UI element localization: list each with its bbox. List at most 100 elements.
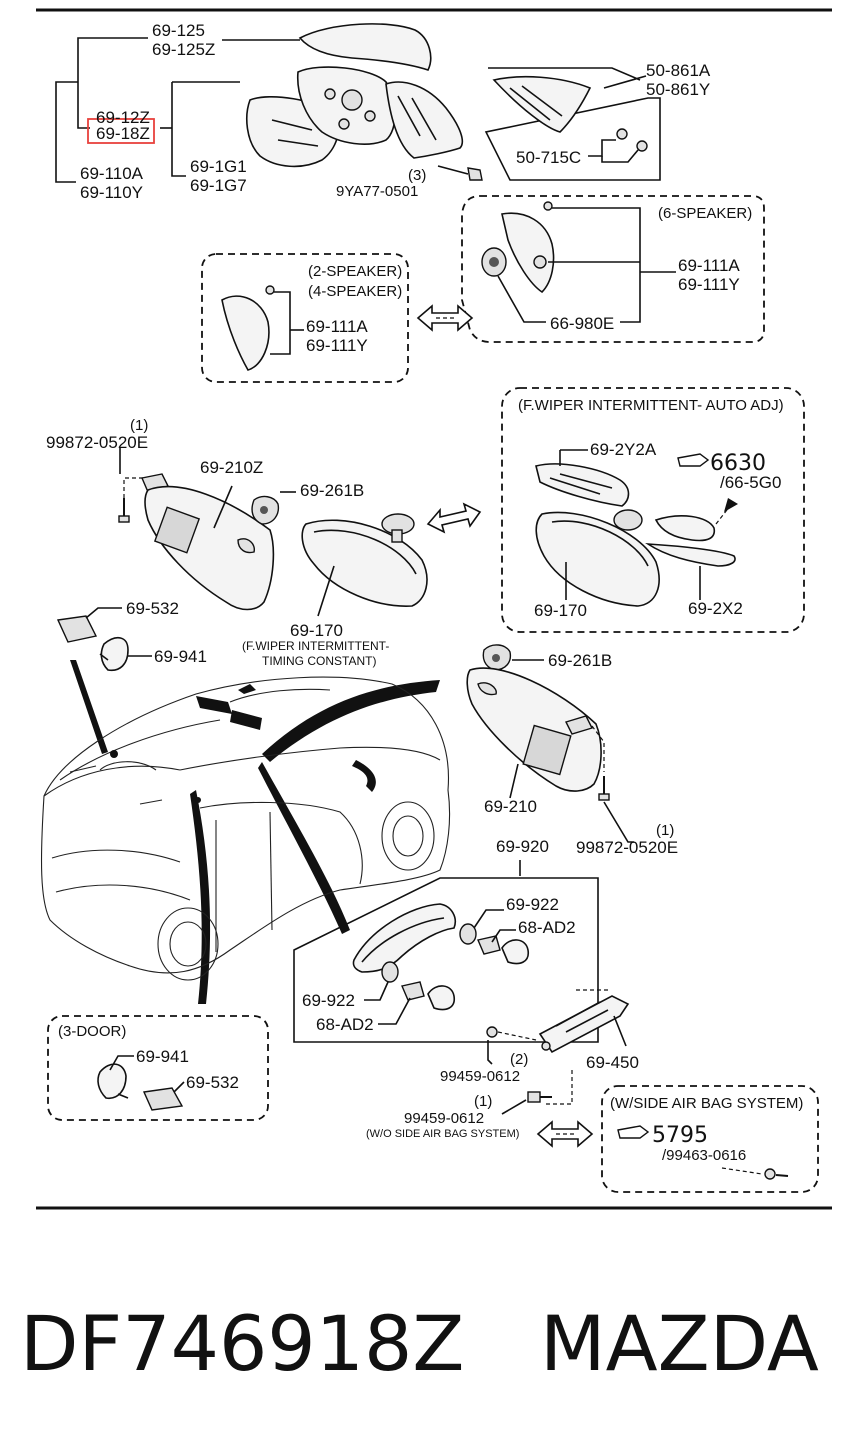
bolt-b-icon: [527, 1091, 552, 1103]
lamp-group: [56, 607, 152, 672]
label-garnish-2: 50-861Y: [646, 80, 710, 99]
label-screw-l: 99872-0520E: [46, 433, 148, 452]
bolt-icon: [437, 165, 483, 181]
label-speaker6-cover-1: 69-111A: [678, 256, 740, 275]
label-ref-665g0: /66-5G0: [720, 473, 781, 492]
visor-holder-icon: [251, 495, 280, 525]
three-door-group: [47, 1015, 269, 1121]
bolt-a-icon: [486, 1026, 537, 1041]
label-door3-941: 69-941: [136, 1047, 189, 1066]
lamp-3door-shape: [142, 1087, 184, 1111]
cover-y2a-shape: [535, 463, 630, 507]
label-mirror-170-note-1: (F.WIPER INTERMITTENT-: [242, 639, 389, 653]
label-mirror-assy-2: 69-110Y: [80, 183, 143, 202]
speaker6-group: [461, 195, 765, 343]
label-screw-qty-r: (1): [656, 822, 674, 839]
label-bolt-qty: (3): [408, 167, 426, 184]
grip-clip-r-icon: [459, 923, 530, 965]
tweeter-icon: [481, 247, 507, 277]
label-ref-6630: 6630: [710, 451, 766, 476]
label-mirror-assy-1: 69-110A: [80, 164, 144, 183]
airbag-group: [601, 1085, 819, 1193]
label-grip-ad2-r: 68-AD2: [518, 918, 576, 937]
garnish-shape: [492, 75, 592, 133]
rearview-mirror-auto-shape: [535, 511, 660, 607]
bracket-450-group: [486, 989, 630, 1115]
footer-brand: MAZDA: [540, 1299, 819, 1388]
bracket-450-shape: [538, 995, 630, 1054]
mirror-cover-shape: [298, 23, 432, 71]
label-speaker24-title-1: (2-SPEAKER): [308, 263, 402, 280]
label-bolt-a: 99459-0612: [440, 1068, 520, 1085]
door-mirror-group: [55, 23, 483, 183]
grip-clip-l-icon: [381, 961, 456, 1011]
garnish-group: [484, 67, 661, 181]
label-x2: 69-2X2: [688, 599, 743, 618]
label-speaker6-cover-2: 69-111Y: [678, 275, 740, 294]
label-mirror-glass-2: 69-18Z: [96, 124, 150, 143]
speaker24-group: [201, 253, 409, 383]
label-tweeter: 66-980E: [550, 314, 614, 333]
label-mirror-g-2: 69-1G7: [190, 176, 247, 195]
label-mirror-cover-1: 69-125: [152, 21, 205, 40]
pointer-hand-airbag-icon: [617, 1125, 650, 1139]
label-mirror-glass-1: 69-12Z: [96, 108, 150, 127]
label-ref-99463: /99463-0616: [662, 1147, 746, 1164]
pointer-hand-icon: [677, 453, 710, 467]
label-bolt: 9YA77-0501: [336, 183, 418, 200]
label-holder-l: 69-261B: [300, 481, 364, 500]
label-grip: 69-920: [496, 837, 549, 856]
bracket-941-shape: [100, 637, 129, 672]
label-bracket-941: 69-941: [154, 647, 207, 666]
footer-part-number: DF746918Z: [20, 1299, 464, 1388]
label-bolt-qty-b: (1): [474, 1093, 492, 1110]
label-airbag-title: (W/SIDE AIR BAG SYSTEM): [610, 1095, 803, 1112]
label-garnish-1: 50-861A: [646, 61, 711, 80]
label-mirror-170b: 69-170: [534, 601, 587, 620]
double-arrow-mirror-icon: [426, 502, 482, 534]
label-speaker24-title-2: (4-SPEAKER): [308, 283, 402, 300]
label-bolt-b-note: (W/O SIDE AIR BAG SYSTEM): [366, 1128, 519, 1140]
label-speaker6-title: (6-SPEAKER): [658, 205, 752, 222]
label-grip-ad2-l: 68-AD2: [316, 1015, 374, 1034]
highlight-box: [87, 118, 155, 144]
label-speaker24-cover-1: 69-111A: [306, 317, 368, 336]
map-lamp-shape: [56, 615, 98, 643]
visor-holder-r-icon: [482, 644, 512, 671]
label-bolt-b: 99459-0612: [404, 1110, 484, 1127]
label-wiper-title: (F.WIPER INTERMITTENT- AUTO ADJ): [518, 397, 784, 414]
label-ref-5795: 5795: [652, 1123, 708, 1148]
label-mirror-170: 69-170: [290, 621, 343, 640]
bolt-airbag-icon: [764, 1168, 789, 1180]
label-visor-r: 69-210: [484, 797, 537, 816]
bracket-3door-shape: [97, 1063, 127, 1100]
double-arrow-icon: [416, 304, 474, 332]
label-visor-lz: 69-210Z: [200, 458, 263, 477]
label-screw-qty-l: (1): [130, 417, 148, 434]
label-y2a: 69-2Y2A: [590, 440, 657, 459]
screw-icon: [118, 498, 130, 523]
label-clip: 50-715C: [516, 148, 581, 167]
label-grip-922-r: 69-922: [506, 895, 559, 914]
screw-r-icon: [598, 776, 610, 801]
label-door3-title: (3-DOOR): [58, 1023, 126, 1040]
label-holder-r: 69-261B: [548, 651, 612, 670]
label-mirror-170-note-2: TIMING CONSTANT): [262, 654, 376, 668]
speaker-cover-6-shape: [501, 212, 555, 294]
right-visor-group: [466, 644, 634, 843]
double-arrow-airbag-icon: [536, 1120, 594, 1148]
car-body: [40, 660, 451, 1004]
label-mirror-g-1: 69-1G1: [190, 157, 247, 176]
label-bolt-qty-a: (2): [510, 1051, 528, 1068]
label-lamp-532: 69-532: [126, 599, 179, 618]
wiper-auto-group: [501, 387, 805, 633]
label-grip-922-l: 69-922: [302, 991, 355, 1010]
left-visor-group: [118, 448, 428, 617]
label-door3-532: 69-532: [186, 1073, 239, 1092]
assist-grip-shape: [352, 903, 456, 973]
assist-grip-group: [293, 860, 599, 1043]
label-bracket-450: 69-450: [586, 1053, 639, 1072]
label-speaker24-cover-2: 69-111Y: [306, 336, 368, 355]
speaker-cover-24-shape: [221, 295, 270, 371]
